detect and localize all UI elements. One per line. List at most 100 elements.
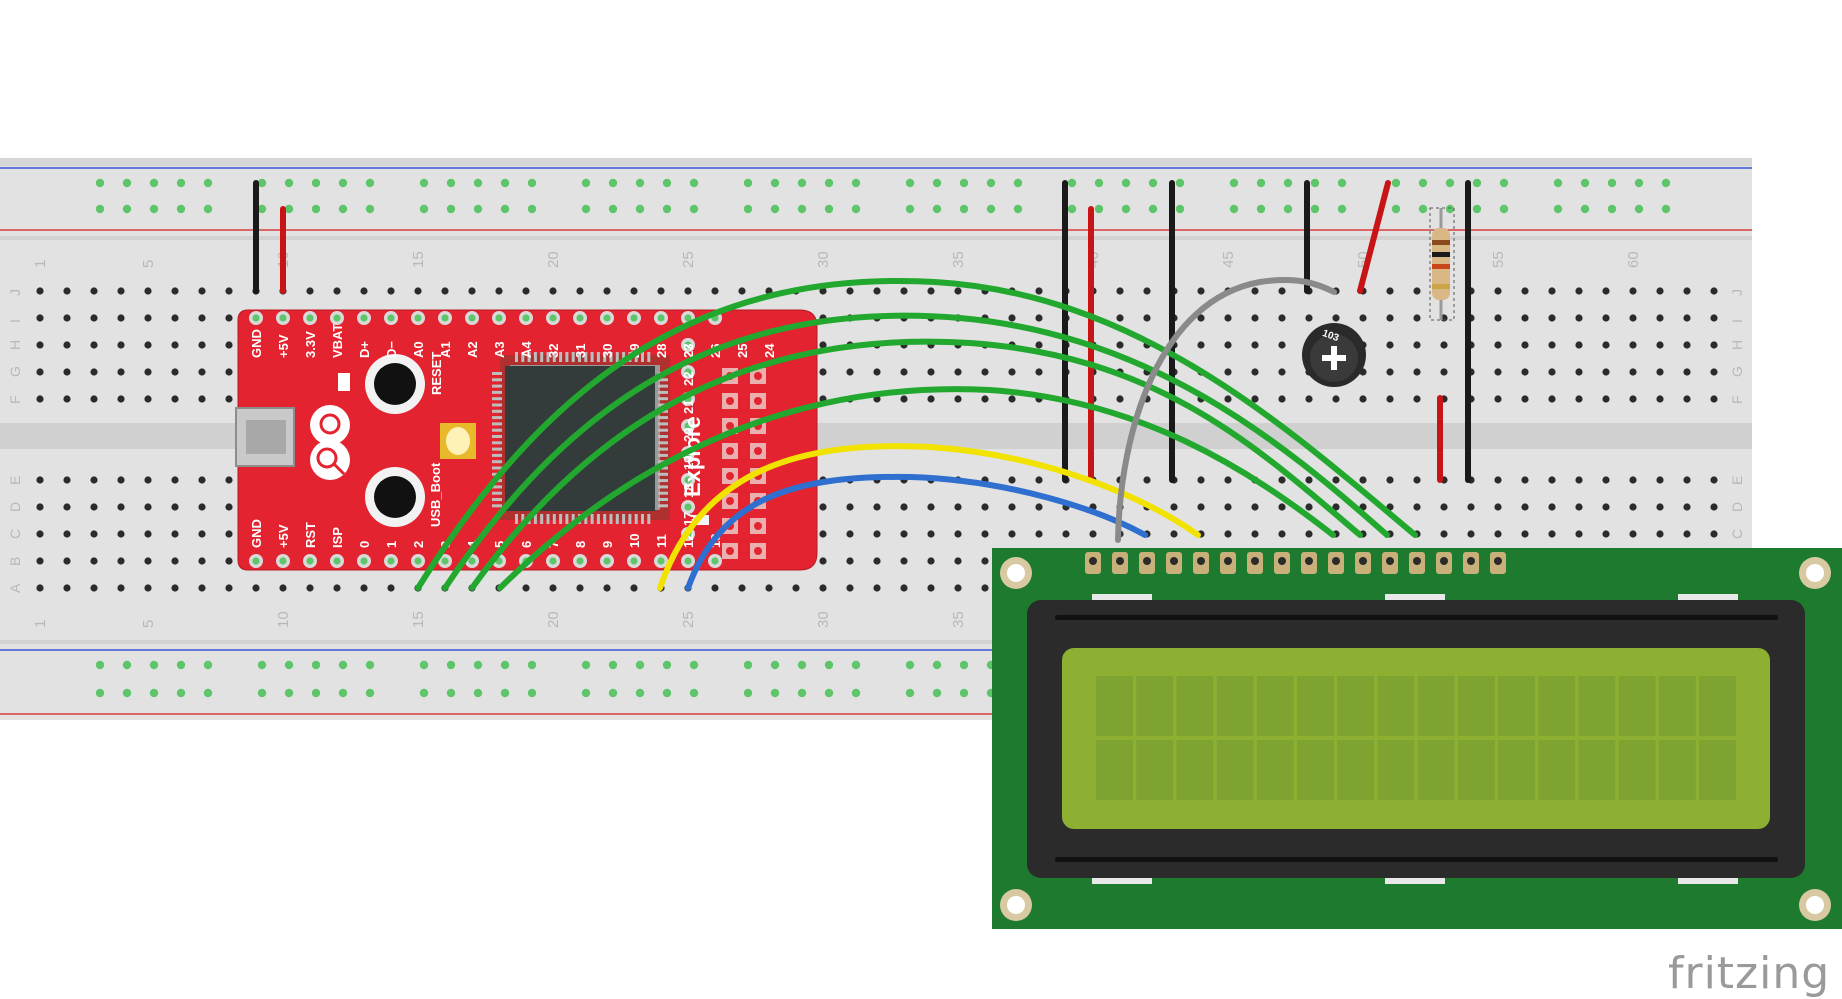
- breadboard-hole: [846, 287, 854, 295]
- lcd-cell: [1578, 676, 1616, 736]
- breadboard-hole: [954, 395, 962, 403]
- breadboard-hole: [1035, 503, 1043, 511]
- breadboard-hole: [1197, 476, 1205, 484]
- breadboard-hole: [1683, 395, 1691, 403]
- rail-hole: [1553, 204, 1563, 214]
- mcu-top-pin-label: D+: [357, 341, 372, 358]
- column-number: 15: [410, 251, 427, 268]
- breadboard-hole: [171, 584, 179, 592]
- rail-hole: [1391, 178, 1401, 188]
- lcd-screen: [1062, 648, 1770, 829]
- breadboard-hole: [1170, 503, 1178, 511]
- rail-hole: [338, 688, 348, 698]
- breadboard-hole: [1683, 503, 1691, 511]
- breadboard-hole: [1359, 476, 1367, 484]
- column-number: 20: [545, 611, 562, 628]
- rail-hole: [1418, 178, 1428, 188]
- mcu-bottom-pin-label: 5: [492, 541, 507, 548]
- mcu-top-pin-label: 25: [735, 344, 750, 358]
- breadboard-hole: [1305, 476, 1313, 484]
- breadboard-hole: [1089, 530, 1097, 538]
- breadboard-hole: [171, 314, 179, 322]
- breadboard-hole: [1251, 314, 1259, 322]
- rail-hole: [905, 204, 915, 214]
- rail-hole: [500, 660, 510, 670]
- breadboard-hole: [1440, 503, 1448, 511]
- breadboard-hole: [954, 368, 962, 376]
- column-number: 5: [140, 620, 157, 628]
- breadboard-hole: [36, 530, 44, 538]
- rail-hole: [824, 660, 834, 670]
- breadboard-hole: [1278, 287, 1286, 295]
- row-letter: J: [7, 289, 23, 296]
- breadboard-hole: [1251, 368, 1259, 376]
- breadboard-hole: [1332, 476, 1340, 484]
- fritzing-logo: fritzing: [1668, 948, 1830, 999]
- breadboard-hole: [1224, 395, 1232, 403]
- rail-hole: [959, 688, 969, 698]
- mcu-top-pin-label: A3: [492, 341, 507, 358]
- breadboard-hole: [1251, 530, 1259, 538]
- breadboard-hole: [225, 314, 233, 322]
- breadboard-hole: [90, 287, 98, 295]
- breadboard-hole: [1602, 530, 1610, 538]
- breadboard-hole: [1386, 314, 1394, 322]
- breadboard-hole: [900, 557, 908, 565]
- breadboard-hole: [1251, 395, 1259, 403]
- breadboard-hole: [1278, 503, 1286, 511]
- rail-hole: [311, 204, 321, 214]
- row-letter: F: [1729, 395, 1745, 404]
- rail-hole: [905, 688, 915, 698]
- row-letter: J: [1729, 289, 1745, 296]
- lcd-cell: [1136, 740, 1174, 800]
- rail-hole: [149, 660, 159, 670]
- rail-hole: [824, 688, 834, 698]
- reset-label: RESET: [429, 352, 444, 395]
- rail-hole: [689, 204, 699, 214]
- breadboard-hole: [1467, 530, 1475, 538]
- breadboard-hole: [1602, 287, 1610, 295]
- breadboard-hole: [603, 584, 611, 592]
- breadboard-hole: [819, 341, 827, 349]
- breadboard-hole: [576, 287, 584, 295]
- rail-hole: [284, 688, 294, 698]
- breadboard-hole: [846, 557, 854, 565]
- lcd-cell: [1176, 740, 1214, 800]
- breadboard-hole: [1251, 287, 1259, 295]
- breadboard-hole: [846, 530, 854, 538]
- rail-hole: [473, 688, 483, 698]
- column-number: 15: [410, 611, 427, 628]
- mcu-top-pin-label: 27: [681, 344, 696, 358]
- rail-hole: [365, 688, 375, 698]
- rail-hole: [689, 178, 699, 188]
- mcu-top-pin-label: A2: [465, 341, 480, 358]
- rail-hole: [1337, 178, 1347, 188]
- lcd-cell: [1417, 676, 1455, 736]
- rail-hole: [176, 204, 186, 214]
- breadboard-hole: [1305, 395, 1313, 403]
- breadboard-hole: [1629, 503, 1637, 511]
- breadboard-hole: [1008, 530, 1016, 538]
- breadboard-hole: [1494, 395, 1502, 403]
- breadboard-hole: [171, 503, 179, 511]
- breadboard-hole: [1116, 314, 1124, 322]
- rail-hole: [257, 688, 267, 698]
- mcu-bottom-pin-label: 10: [627, 534, 642, 548]
- rail-hole: [1256, 178, 1266, 188]
- rail-hole: [365, 204, 375, 214]
- breadboard-hole: [1008, 395, 1016, 403]
- breadboard-hole: [144, 341, 152, 349]
- breadboard-hole: [117, 584, 125, 592]
- rail-hole: [743, 178, 753, 188]
- breadboard-hole: [144, 503, 152, 511]
- rail-hole: [824, 204, 834, 214]
- breadboard-hole: [738, 287, 746, 295]
- breadboard-hole: [522, 287, 530, 295]
- breadboard-hole: [441, 287, 449, 295]
- breadboard-hole: [1710, 314, 1718, 322]
- row-letter: E: [1729, 476, 1745, 485]
- breadboard-hole: [171, 557, 179, 565]
- mcu-top-pin-label: VBAT: [330, 324, 345, 358]
- wire-d11-yellow: [657, 443, 1201, 591]
